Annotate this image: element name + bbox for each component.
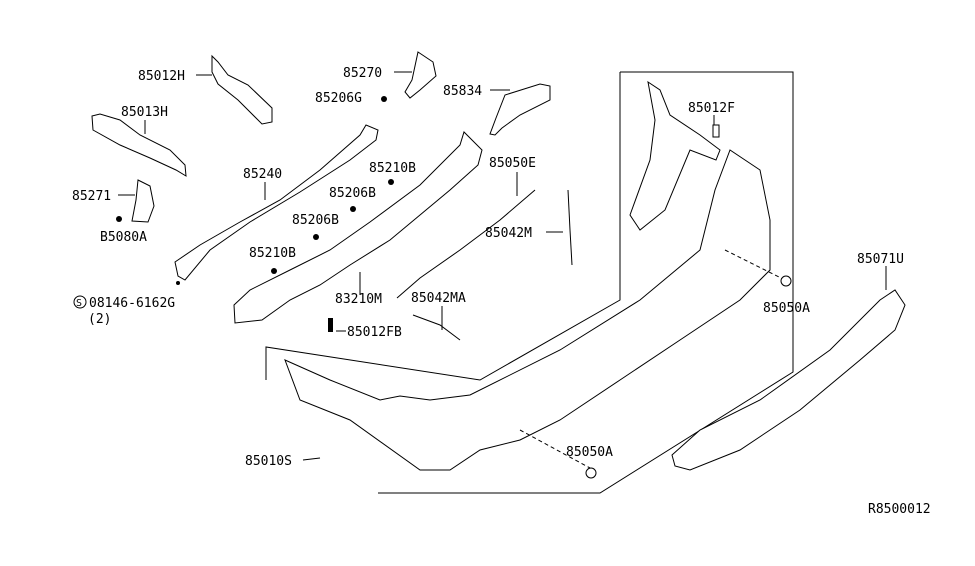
group-box-left [265,72,621,381]
part-85834 [489,83,551,136]
clip-icon [388,179,394,185]
leader-85050A-2 [519,429,591,469]
label-85071U: 85071U [857,252,904,267]
label-85206B: 85206B [329,186,376,201]
part-85012H [211,54,273,125]
part-85240 [174,124,379,281]
diagram-id: R8500012 [868,502,931,517]
label-85012FB: 85012FB [347,325,402,340]
group-box [378,71,794,494]
part-85042M [567,189,573,266]
part-85042M-wire [396,189,536,299]
screw-symbol-icon [73,295,87,309]
clip-icon [271,268,277,274]
label-85042MA: 85042MA [411,291,466,306]
label-85210B: 85210B [369,161,416,176]
label-85206G: 85206G [315,91,362,106]
label-85050A: 85050A [566,445,613,460]
part-85071U [671,289,906,471]
clip-icon [176,281,180,285]
label-85042M: 85042M [485,226,532,241]
bolt-icon [780,275,792,287]
part-85012F [629,80,721,231]
label-screw: 08146-6162G [89,296,175,311]
leader [302,457,321,461]
label-screw-qty: (2) [88,312,111,327]
bolt-icon [585,467,597,479]
clip-icon [116,216,122,222]
label-85050E: 85050E [489,156,536,171]
label-83210M: 83210M [335,292,382,307]
label-85012H: 85012H [138,69,185,84]
label-B5080A: B5080A [100,230,147,245]
label-85834: 85834 [443,84,482,99]
label-85271: 85271 [72,189,111,204]
label-85010S: 85010S [245,454,292,469]
part-85013H [91,113,187,177]
part-85270 [404,51,437,99]
part-85042MA [412,314,461,341]
label-85050A: 85050A [763,301,810,316]
label-85210B: 85210B [249,246,296,261]
clip-icon [350,206,356,212]
bolt-icon [328,318,333,332]
label-85012F: 85012F [688,101,735,116]
part-85010S [284,149,771,471]
screw-mark: S [76,298,82,309]
part-83210M [233,131,483,324]
clip-icon [381,96,387,102]
label-85013H: 85013H [121,105,168,120]
label-85206B: 85206B [292,213,339,228]
part-85271 [131,179,155,223]
clip-icon [313,234,319,240]
clip-icon [712,124,720,138]
label-85240: 85240 [243,167,282,182]
label-85270: 85270 [343,66,382,81]
